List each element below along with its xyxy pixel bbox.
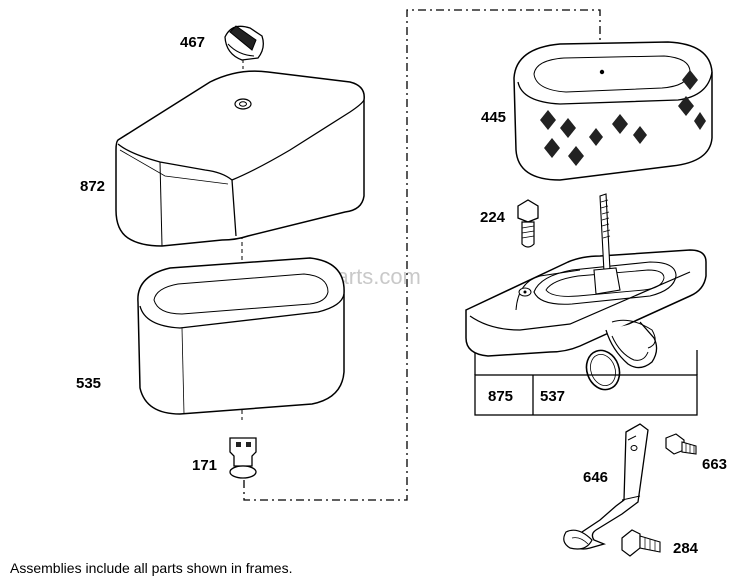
label-663: 663 xyxy=(702,456,727,473)
screw-284[interactable] xyxy=(621,529,661,557)
filter-pattern xyxy=(540,70,706,166)
footer-note: Assemblies include all parts shown in fr… xyxy=(10,560,293,576)
pre-cleaner-535[interactable] xyxy=(137,257,345,415)
label-445: 445 xyxy=(481,109,506,126)
air-cleaner-cover-872[interactable] xyxy=(115,70,365,247)
screw-663[interactable] xyxy=(665,433,697,455)
o-ring-537[interactable] xyxy=(581,346,625,395)
label-284: 284 xyxy=(673,540,699,557)
label-171: 171 xyxy=(192,457,217,474)
label-875: 875 xyxy=(488,388,513,405)
label-537: 537 xyxy=(540,388,565,405)
assembly-frame xyxy=(474,374,698,416)
bracket-646[interactable] xyxy=(563,423,649,550)
assembly-dash-line xyxy=(243,9,601,501)
air-filter-445[interactable] xyxy=(513,41,713,181)
label-535: 535 xyxy=(76,375,101,392)
knob-467[interactable] xyxy=(224,25,264,61)
air-cleaner-base-875[interactable] xyxy=(465,193,707,369)
bolt-224[interactable] xyxy=(517,199,539,248)
label-467: 467 xyxy=(180,34,205,51)
grommet-171[interactable] xyxy=(229,437,257,479)
label-872: 872 xyxy=(80,178,105,195)
label-224: 224 xyxy=(480,209,506,226)
label-646: 646 xyxy=(583,469,608,486)
